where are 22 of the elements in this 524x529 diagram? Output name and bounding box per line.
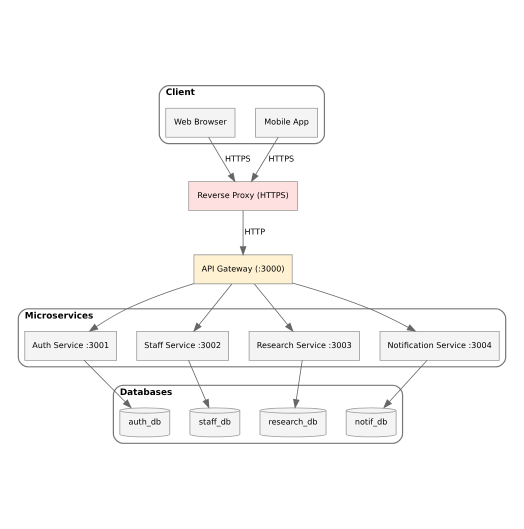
arrow — [208, 136, 236, 182]
node-box: Reverse Proxy (HTTPS) — [188, 181, 298, 211]
node-box: Notification Service :3004 — [380, 330, 500, 361]
arrow — [188, 360, 210, 409]
arrow — [383, 360, 428, 409]
node-box: Staff Service :3002 — [136, 330, 229, 361]
arrow — [250, 136, 279, 182]
arrow — [293, 360, 303, 409]
arrow — [254, 283, 294, 332]
edge-label: HTTPS — [268, 154, 294, 164]
node-box: API Gateway (:3000) — [194, 254, 293, 284]
edge-label: HTTP — [244, 228, 266, 237]
node-box: Mobile App — [255, 108, 318, 138]
edge-label: HTTPS — [224, 154, 251, 164]
node-box: Web Browser — [165, 108, 236, 138]
arrow — [88, 283, 194, 332]
arrow — [193, 283, 232, 332]
arrow — [292, 282, 417, 332]
node-box: Research Service :3003 — [248, 330, 360, 361]
arrow — [240, 210, 246, 256]
node-box: Auth Service :3001 — [24, 330, 117, 361]
arrow — [84, 360, 132, 409]
